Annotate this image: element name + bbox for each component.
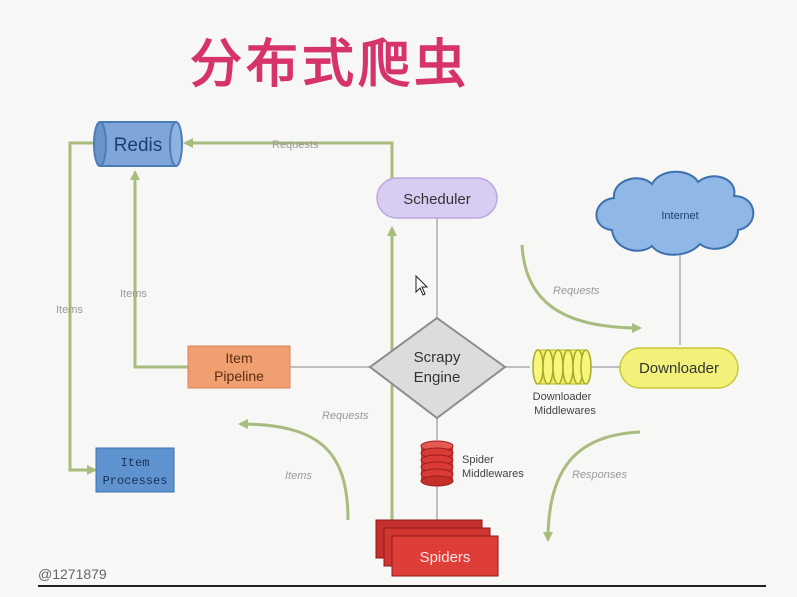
edge-label-requests-right: Requests	[553, 285, 600, 297]
spiders-label: Spiders	[420, 549, 471, 566]
internet-label: Internet	[661, 210, 698, 222]
downloader-middlewares-icon	[532, 349, 592, 385]
spiders-node: Spiders	[375, 519, 499, 577]
spider-middlewares-icon	[420, 440, 454, 487]
items-lower-arrow	[238, 419, 350, 521]
responses-arrow	[543, 430, 641, 542]
bottom-rule	[38, 585, 766, 587]
downloader-node: Downloader	[619, 347, 739, 389]
engine-label-2: Engine	[414, 369, 461, 386]
items-left-arrow	[68, 141, 103, 475]
item-processes-label-1: Item	[121, 456, 150, 470]
item-processes-node: Item Processes	[95, 447, 175, 493]
connector-lines	[290, 218, 681, 522]
edge-label-requests-top: Requests	[272, 139, 319, 151]
downloader-mw-label-2: Middlewares	[534, 405, 596, 417]
edge-label-items-lower: Items	[285, 470, 312, 482]
requests-right-arrow	[520, 244, 642, 333]
scheduler-label: Scheduler	[403, 191, 471, 208]
item-pipeline-label-2: Pipeline	[214, 368, 264, 384]
spider-mw-label-1: Spider	[462, 454, 494, 466]
page-title: 分布式爬虫	[190, 35, 471, 95]
item-processes-label-2: Processes	[103, 474, 168, 488]
item-pipeline-node: Item Pipeline	[187, 345, 291, 389]
mouse-cursor-icon	[415, 274, 429, 296]
spider-mw-label-2: Middlewares	[462, 468, 524, 480]
downloader-mw-label-1: Downloader	[533, 391, 592, 403]
redis-label: Redis	[114, 135, 163, 156]
item-pipeline-label-1: Item	[225, 350, 252, 366]
edge-label-items-inner: Items	[120, 288, 147, 300]
edge-label-items-left: Items	[56, 304, 83, 316]
engine-label-1: Scrapy	[414, 349, 461, 366]
requests-top-arrow	[183, 138, 394, 178]
scrapy-engine-node: Scrapy Engine	[368, 316, 507, 420]
items-inner-arrow	[130, 170, 188, 369]
redis-node: Redis	[93, 121, 183, 167]
downloader-label: Downloader	[639, 360, 719, 377]
edge-label-responses: Responses	[572, 469, 628, 481]
edge-label-requests-lower: Requests	[322, 410, 369, 422]
watermark: @1271879	[38, 566, 107, 582]
scheduler-node: Scheduler	[376, 177, 498, 219]
internet-cloud: Internet	[595, 170, 755, 256]
